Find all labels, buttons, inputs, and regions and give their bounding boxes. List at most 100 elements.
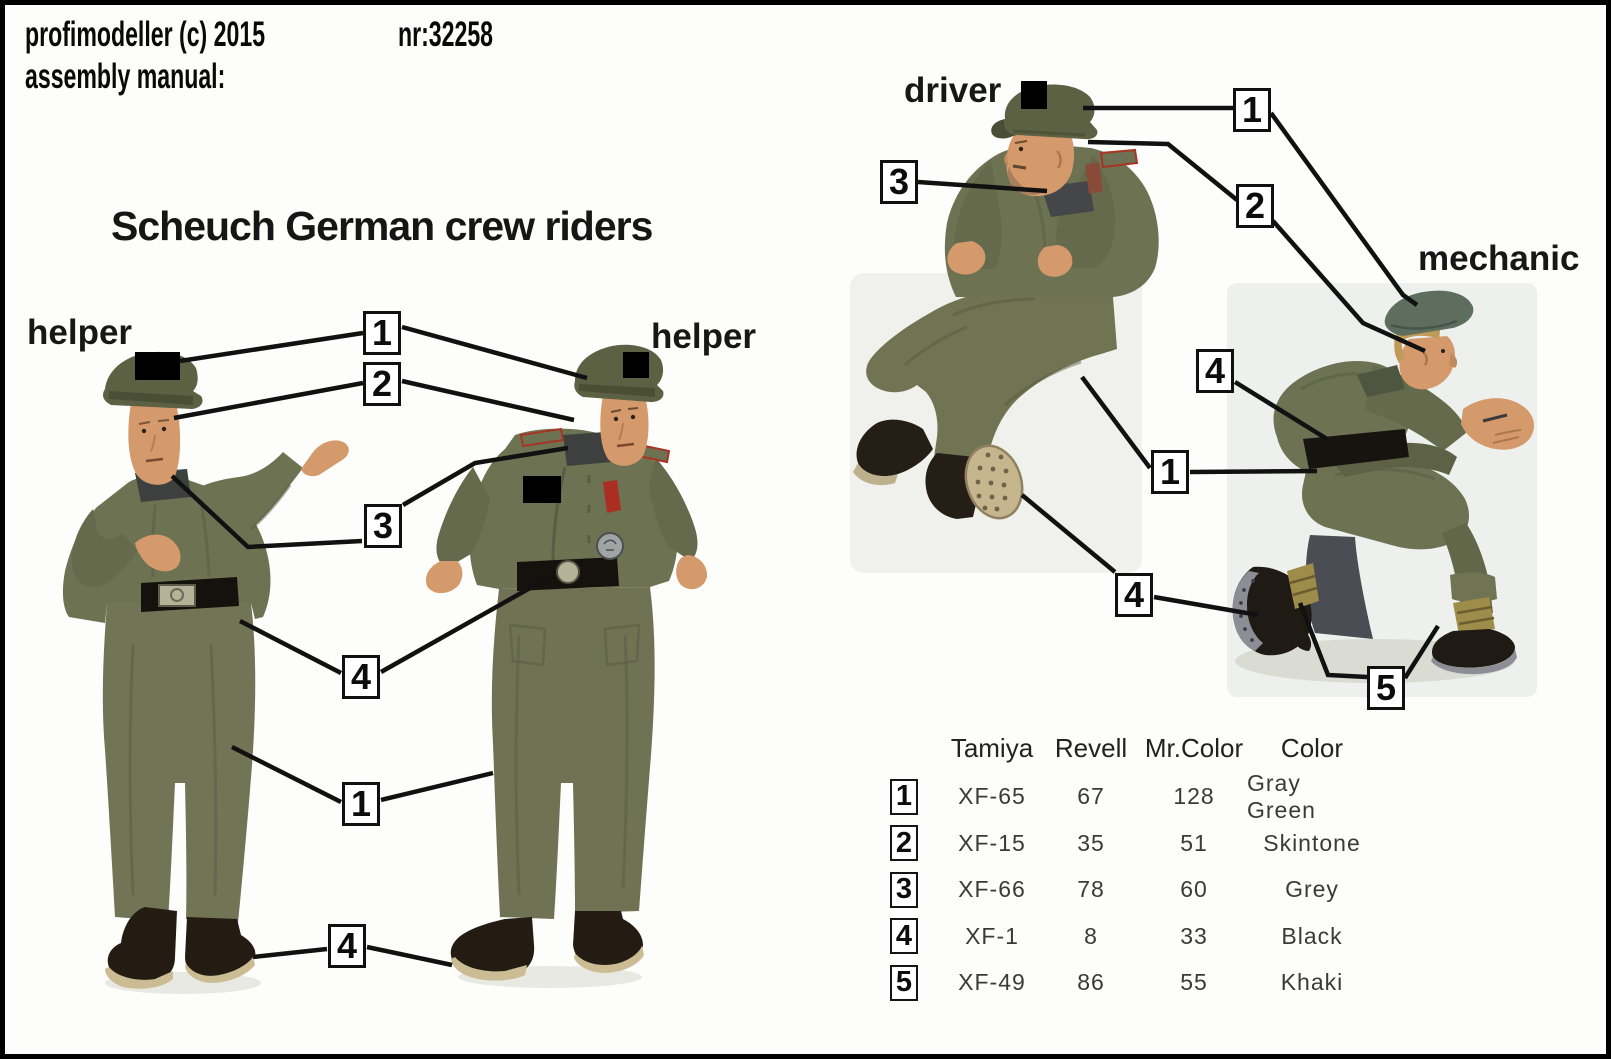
table-cell-mrcolor: 60 bbox=[1180, 876, 1208, 903]
table-cell-mrcolor: 55 bbox=[1180, 969, 1208, 996]
leader-line bbox=[401, 324, 588, 381]
callout-helpers-boots: 4 bbox=[328, 924, 366, 968]
figure-label-helper-right: helper bbox=[651, 317, 757, 356]
driver-studded-sole bbox=[964, 444, 1024, 520]
table-header-tamiya: Tamiya bbox=[950, 733, 1034, 763]
table-cell-tamiya: XF-1 bbox=[965, 922, 1019, 949]
helper-left-hand-down bbox=[135, 534, 181, 572]
mechanic-figure bbox=[1232, 290, 1535, 675]
table-row-number: 1 bbox=[865, 774, 943, 821]
leader-line bbox=[238, 618, 343, 676]
leader-line bbox=[1087, 139, 1239, 202]
kit-number: nr:32258 bbox=[398, 15, 494, 54]
table-cell-tamiya: XF-66 bbox=[958, 876, 1026, 903]
table-cell-mrcolor: 33 bbox=[1180, 922, 1208, 949]
censor-box bbox=[523, 476, 561, 503]
driver-fist-left bbox=[947, 241, 986, 275]
callout-driver-collar: 3 bbox=[880, 160, 918, 204]
callout-mechanic-trousers: 1 bbox=[1151, 450, 1189, 494]
driver-boot-left bbox=[856, 419, 933, 477]
callout-driver-face: 2 bbox=[1236, 184, 1274, 228]
table-cell-tamiya: XF-49 bbox=[958, 969, 1026, 996]
leader-line bbox=[1080, 375, 1152, 470]
table-row-number: 2 bbox=[865, 820, 943, 867]
table-cell-mrcolor: 51 bbox=[1180, 829, 1208, 856]
table-row-number: 4 bbox=[865, 913, 943, 960]
table-cell-color: Skintone bbox=[1263, 829, 1361, 856]
callout-lines bbox=[170, 105, 1440, 968]
callout-helpers-face: 2 bbox=[363, 362, 401, 406]
leader-line bbox=[1297, 602, 1368, 680]
table-header-color: Color bbox=[1280, 733, 1344, 763]
leader-line bbox=[917, 179, 1048, 194]
figure-label-helper-left: helper bbox=[27, 313, 133, 352]
helper-left-figure bbox=[62, 351, 349, 989]
leader-line bbox=[1271, 219, 1426, 354]
table-cell-revell: 78 bbox=[1077, 876, 1105, 903]
leader-line bbox=[401, 445, 569, 507]
leader-line bbox=[1189, 468, 1318, 475]
table-row-number: 5 bbox=[865, 960, 943, 1007]
mechanic-left-gaiter bbox=[1287, 563, 1319, 609]
table-header-mrcolor: Mr.Color bbox=[1144, 733, 1244, 763]
callout-helpers-collar: 3 bbox=[364, 504, 402, 548]
driver-face bbox=[1006, 129, 1075, 197]
table-cell-color: Grey bbox=[1285, 876, 1339, 903]
callout-driver-cap: 1 bbox=[1233, 88, 1271, 132]
helper-left-boots bbox=[107, 907, 177, 983]
callout-mechanic-gaiters: 5 bbox=[1367, 666, 1405, 710]
paint-number-badge: 1 bbox=[890, 778, 918, 815]
leader-line bbox=[1233, 380, 1329, 441]
paint-number-badge: 3 bbox=[890, 871, 918, 908]
table-cell-color: Black bbox=[1281, 922, 1343, 949]
mechanic-right-gaiter bbox=[1453, 597, 1495, 635]
callout-mechanic-belt: 4 bbox=[1196, 349, 1234, 393]
leader-line bbox=[1153, 594, 1259, 618]
mechanic-cap bbox=[1384, 290, 1474, 336]
driver-trousers bbox=[866, 288, 1117, 471]
leader-line bbox=[170, 474, 363, 550]
table-cell-revell: 35 bbox=[1077, 829, 1105, 856]
mechanic-belt bbox=[1303, 429, 1409, 469]
leader-line bbox=[173, 380, 364, 421]
leader-line bbox=[252, 946, 328, 960]
paint-number-badge: 4 bbox=[890, 918, 918, 955]
leader-line bbox=[1403, 624, 1440, 680]
page-title: Scheuch German crew riders bbox=[111, 203, 653, 249]
helper-right-hand-right bbox=[676, 555, 708, 590]
table-cell-color: Khaki bbox=[1280, 969, 1344, 996]
paint-number-badge: 2 bbox=[890, 825, 918, 862]
table-header-revell: Revell bbox=[1054, 733, 1128, 763]
censor-box bbox=[623, 352, 649, 378]
leader-line bbox=[366, 944, 453, 968]
table-cell-color: Gray Green bbox=[1247, 769, 1316, 823]
driver-fist-right bbox=[1037, 245, 1073, 277]
helper-right-face bbox=[600, 395, 649, 466]
helper-right-trousers bbox=[491, 587, 655, 919]
figure-label-mechanic: mechanic bbox=[1418, 239, 1580, 278]
leader-line bbox=[380, 770, 494, 803]
table-cell-tamiya: XF-15 bbox=[958, 829, 1026, 856]
manual-subtitle: assembly manual: bbox=[25, 57, 226, 96]
table-cell-tamiya: XF-65 bbox=[958, 783, 1026, 810]
leader-line bbox=[379, 573, 555, 674]
callout-helpers-trousers: 1 bbox=[342, 782, 380, 826]
helper-left-hand-up bbox=[301, 440, 349, 477]
mechanic-right-boot bbox=[1431, 629, 1515, 668]
leader-line bbox=[1020, 493, 1117, 574]
helper-right-jacket bbox=[469, 428, 679, 589]
leader-line bbox=[401, 378, 575, 423]
table-row-number: 3 bbox=[865, 867, 943, 914]
helper-right-boots bbox=[450, 917, 535, 977]
mechanic-trousers bbox=[1301, 456, 1470, 550]
table-header-spacer bbox=[865, 727, 943, 769]
censor-box bbox=[1021, 81, 1047, 109]
figure-label-driver: driver bbox=[904, 71, 1002, 110]
leader-line bbox=[1269, 111, 1419, 307]
callout-mechanic-boots: 4 bbox=[1115, 573, 1153, 617]
table-cell-revell: 67 bbox=[1077, 783, 1105, 810]
callout-helpers-cap: 1 bbox=[363, 311, 401, 355]
publisher-line: profimodeller (c) 2015 bbox=[25, 15, 266, 54]
helper-right-hand-left bbox=[425, 561, 463, 594]
